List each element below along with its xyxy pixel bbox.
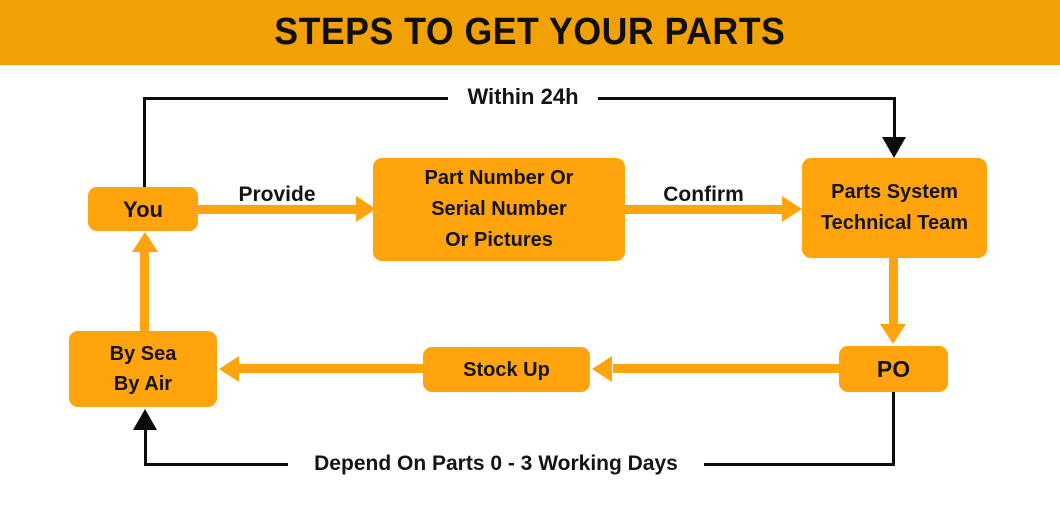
node-you-label: You <box>123 196 163 222</box>
node-part-number-line2: Serial Number <box>431 198 567 220</box>
connector-you-up-line <box>143 99 146 187</box>
node-shipping-line1: By Sea <box>109 343 177 365</box>
shipping-to-you-arrowhead-up-icon <box>132 232 158 252</box>
page-title: STEPS TO GET YOUR PARTS <box>274 11 786 53</box>
node-shipping-line2: By Air <box>113 373 173 395</box>
provide-label: Provide <box>238 183 316 206</box>
confirm-arrow-shaft <box>625 205 782 214</box>
node-you: You <box>88 187 198 231</box>
connector-team-down-line <box>893 97 896 137</box>
black-arrowhead-down-icon <box>882 137 906 158</box>
confirm-arrowhead-right-icon <box>782 196 802 222</box>
node-part-number-line3: Or Pictures <box>445 229 553 251</box>
connector-bottom-left-line <box>144 463 288 466</box>
provide-arrow-shaft <box>198 205 356 214</box>
node-stock-up-label: Stock Up <box>463 358 550 381</box>
team-to-po-arrow-shaft <box>889 258 898 324</box>
stock-to-shipping-arrowhead-left-icon <box>219 356 239 382</box>
connector-shipping-up-line <box>144 429 147 466</box>
black-arrowhead-up-icon <box>133 409 157 430</box>
connector-po-down-line <box>892 392 895 466</box>
team-to-po-arrowhead-down-icon <box>880 324 906 344</box>
connector-bottom-right-line <box>704 463 895 466</box>
node-part-number-line1: Part Number Or <box>424 167 574 189</box>
shipping-to-you-arrow-shaft <box>140 252 149 331</box>
node-part-number: Part Number Or Serial Number Or Pictures <box>373 158 625 261</box>
node-team-line1: Parts System <box>831 181 958 203</box>
node-po-label: PO <box>876 355 911 382</box>
depend-on-parts-label: Depend On Parts 0 - 3 Working Days <box>288 452 704 476</box>
po-to-stock-arrow-shaft <box>613 364 839 373</box>
node-team-line2: Technical Team <box>820 212 969 234</box>
within-24h-label: Within 24h <box>448 84 598 110</box>
po-to-stock-arrowhead-left-icon <box>592 356 612 382</box>
connector-top-left-line <box>143 97 448 100</box>
connector-top-right-line <box>598 97 896 100</box>
confirm-label: Confirm <box>663 183 744 206</box>
provide-arrowhead-right-icon <box>356 196 376 222</box>
stock-to-shipping-arrow-shaft <box>239 364 423 373</box>
node-po: PO <box>839 346 948 392</box>
node-by-sea-by-air: By Sea By Air <box>69 331 217 407</box>
node-stock-up: Stock Up <box>423 347 590 392</box>
title-banner: STEPS TO GET YOUR PARTS <box>0 0 1060 65</box>
node-parts-system-team: Parts System Technical Team <box>802 158 987 258</box>
